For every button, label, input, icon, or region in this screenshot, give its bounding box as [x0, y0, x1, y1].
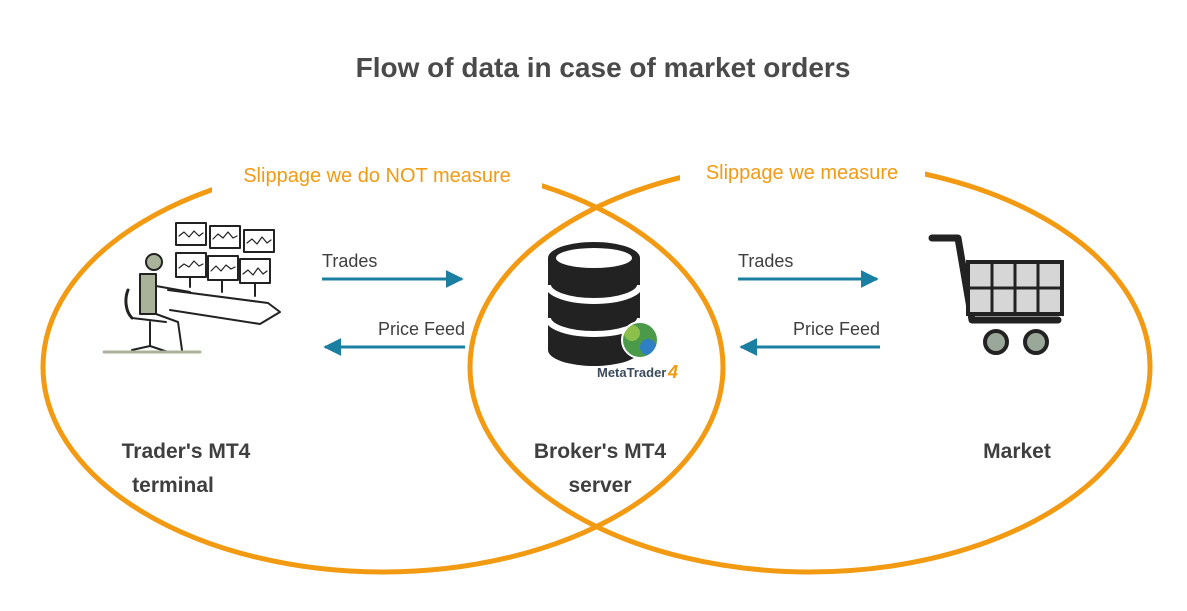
right-ellipse — [467, 159, 1153, 575]
database-icon — [545, 242, 643, 366]
left-region-label: Slippage we do NOT measure — [243, 165, 511, 187]
left-trades-label: Trades — [322, 251, 377, 271]
shopping-cart-icon — [928, 234, 1064, 355]
market-label: Market — [983, 440, 1051, 463]
broker-label-line2: server — [568, 474, 631, 497]
right-price-feed-label: Price Feed — [793, 319, 880, 339]
broker-label-line1: Broker's MT4 — [534, 440, 667, 463]
trader-label-line1: Trader's MT4 — [122, 440, 251, 463]
trader-workstation-icon — [102, 222, 281, 354]
right-trades-label: Trades — [738, 251, 793, 271]
metatrader-logo: MetaTrader 4 — [597, 321, 678, 382]
trader-label-line2: terminal — [132, 474, 214, 497]
left-region-label-bg — [212, 154, 542, 194]
right-region-label: Slippage we measure — [706, 162, 898, 184]
metatrader-logo-number: 4 — [667, 362, 678, 382]
metatrader-logo-text: MetaTrader — [597, 365, 666, 380]
left-price-feed-label: Price Feed — [378, 319, 465, 339]
page-title: Flow of data in case of market orders — [356, 52, 851, 83]
right-region-label-bg — [680, 152, 925, 192]
